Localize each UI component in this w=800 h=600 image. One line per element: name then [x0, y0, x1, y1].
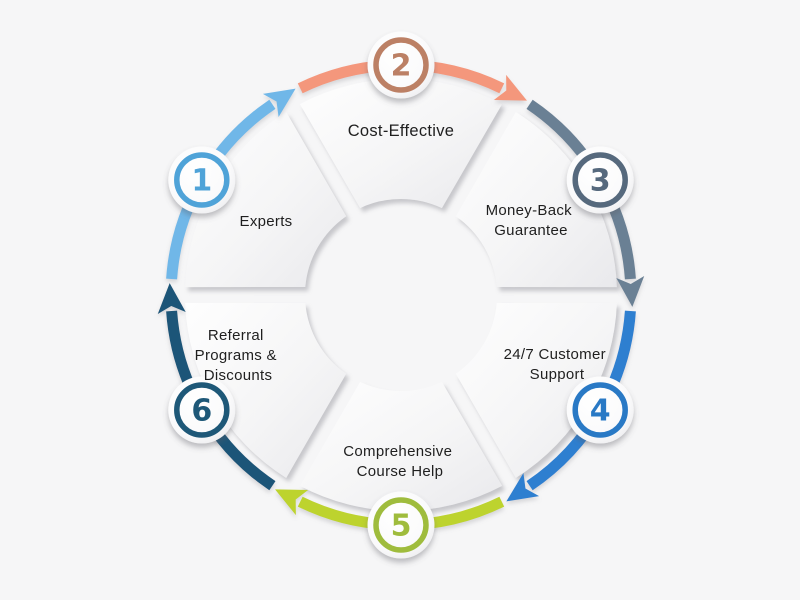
step-6-badge-ring	[174, 382, 230, 438]
step-4-number: 4	[590, 394, 611, 429]
segment-wedge-2	[299, 78, 503, 209]
step-4-badge-ring	[572, 382, 628, 438]
step-2-badge: 2	[367, 31, 435, 99]
segment-wedge-3	[455, 112, 617, 288]
step-1-label: Experts	[240, 213, 293, 230]
step-6-badge: 6	[168, 376, 236, 444]
step-5-number: 5	[391, 509, 412, 544]
step-6-label: Referral Programs & Discounts	[195, 327, 282, 384]
step-2-badge-ring	[373, 37, 429, 93]
segment-wedges	[185, 78, 617, 512]
step-3-badge: 3	[566, 146, 634, 214]
step-3-number: 3	[590, 164, 611, 199]
step-4-label: 24/7 Customer Support	[504, 346, 611, 383]
step-1-number: 1	[191, 164, 212, 199]
step-5-badge-ring	[373, 497, 429, 553]
step-badges: 1 2 3 4 5 6	[168, 31, 634, 559]
step-1-badge: 1	[168, 146, 236, 214]
step-1-badge-ring	[174, 152, 230, 208]
segment-wedge-5	[299, 381, 503, 512]
step-4-badge: 4	[566, 376, 634, 444]
step-labels: Experts Cost-Effective Money-Back Guaran…	[195, 122, 611, 480]
step-6-number: 6	[191, 394, 212, 429]
step-2-number: 2	[391, 49, 412, 84]
step-5-badge: 5	[367, 491, 435, 559]
segment-wedge-1	[185, 112, 347, 288]
segment-wedge-4	[455, 302, 617, 478]
step-3-label: Money-Back Guarantee	[486, 202, 577, 239]
segment-wedge-6	[185, 302, 347, 478]
step-3-badge-ring	[572, 152, 628, 208]
step-2-label: Cost-Effective	[348, 122, 455, 140]
step-5-label: Comprehensive Course Help	[343, 443, 456, 480]
